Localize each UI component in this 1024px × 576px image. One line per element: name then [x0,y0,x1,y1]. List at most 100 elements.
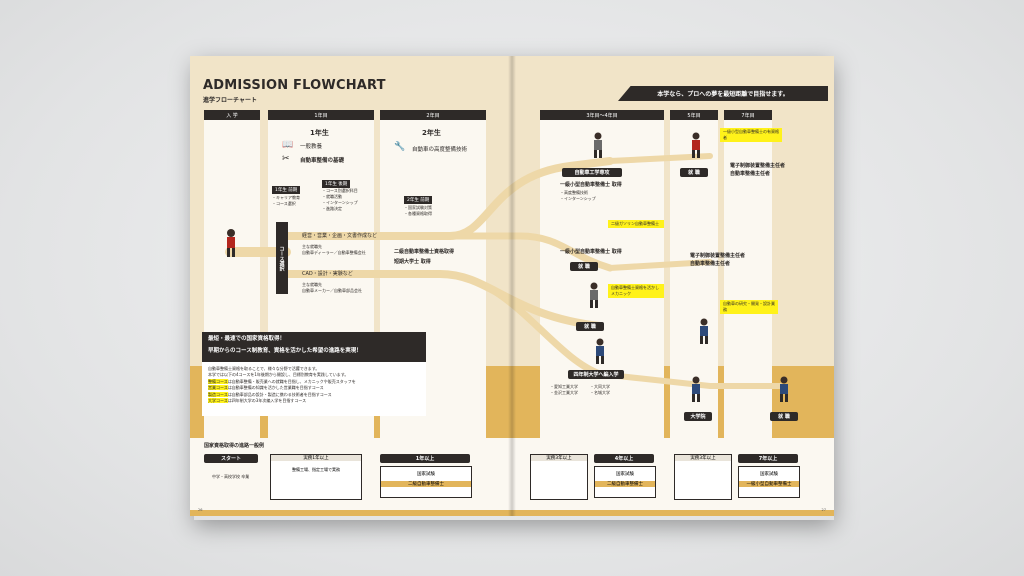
y7-pill: 7年以上 [738,454,798,463]
univ-1: ・愛知工業大学 [550,384,578,389]
work2-text: 自動車メーカー／自動車部品会社 [302,288,362,293]
exam3: 国家試験 [760,472,778,477]
qual-level2: 二級自動車整備士資格取得 [394,249,455,255]
book-icon: 📖 [282,140,294,150]
slogan-banner: 本学なら、プロへの夢を最短距離で目指せます。 [618,86,828,101]
school-badge: 自動車工学専攻 [562,168,622,177]
exam1-box: 国家試験 二級自動車整備士 [380,466,472,498]
exam2: 国家試験 [616,472,634,477]
header-year3-4: 3年目～4年目 [540,110,664,120]
course1-text: は自動車整備・販売業への就職を目指し、メカニックや販売スタッフを [227,378,356,384]
year1-list2a: ・コース別選択科目 [322,188,358,193]
exp1-title: 実務1年以上 [271,455,361,461]
lic2: 二級自動車整備士 [595,481,655,487]
course-select-box: コース選択 [276,222,288,294]
graduate-figure-icon-2 [692,376,700,402]
route-management: 経営・営業・企画・文書作成など [302,233,378,239]
lic3b: 自動車整備主任者 [730,171,771,177]
upper-item2: ・インターンシップ [560,196,596,201]
exam1: 国家試験 [417,472,435,477]
course3-text: は自動車部品の設計・製造に携わる技術者を目指すコース [227,391,332,397]
lic4a: 電子制御装置整備主任者 [690,253,746,259]
year1-tag-first: 1年生 前期 [272,186,301,194]
brochure-spread: 入 学 1年目 2年目 3年目～4年目 5年目 7年目 ADMISSION FL… [190,56,834,516]
course1: 整備コース [208,378,228,384]
page-number-left: 26 [198,508,203,512]
upper-item1: ・高度整備技術 [560,190,588,195]
y4-pill: 4年以上 [594,454,654,463]
exp1-text: 整備工場、指定工場で実務 [292,467,340,472]
student-figure-icon-2 [596,338,604,364]
year2-item1: 自動車の高度整備技術 [412,147,468,153]
univ-2: ・金沢工業大学 [550,390,578,395]
yellow-note-3: 自動車整備士資格を活かしメカニック [608,284,664,298]
work1-text: 自動車ディーラー／自動車整備会社 [302,250,366,255]
univ-4: ・名城大学 [590,390,610,395]
job-badge-3: 就 職 [576,322,604,331]
wrench-icon: 🔧 [394,142,406,152]
header-year5: 5年目 [670,110,718,120]
path-start: スタート [204,454,258,463]
year1-item1: 一般教養 [300,144,323,150]
exp3-title: 実務3年以上 [531,455,587,461]
exam2-box: 国家試験 二級自動車整備士 [594,466,656,498]
year1-item2: 自動車整備の基礎 [300,158,345,164]
header-year2: 2年目 [380,110,486,120]
university-transfer: 四年制大学へ編入学 [568,370,624,379]
exp1-box: 実務1年以上 整備工場、指定工場で実務 [270,454,362,500]
exam3-box: 国家試験 一級小型自動車整備士 [738,466,800,498]
work1-title: 主な就職先 [302,244,322,249]
student-figure-icon [227,229,235,257]
lic1: 二級自動車整備士 [381,481,471,487]
course2-text: は自動車整備の知識を活かした営業職を目指すコース [227,385,324,391]
year1-tag-second: 1年生 後期 [322,180,351,188]
upper-license2: 一級小型自動車整備士 取得 [560,249,622,255]
year1-list1b: ・コース選択 [272,201,296,206]
column-year7 [724,116,772,446]
message-body: 自動車整備士資格を取ることで、様々な分野で活躍できます。 本学では以下の4コース… [208,366,356,404]
page-subtitle: 進学フローチャート [203,97,257,104]
book-spine [508,56,516,516]
yellow-note-4: 自動車の研究・開発・設計業務 [720,300,778,314]
exp3b-title: 実務3年以上 [675,455,731,461]
mechanic-figure-icon-3 [692,132,700,158]
message-h2: 早期からのコース制教育、資格を活かした希望の進路を実現！ [208,348,362,354]
year1-list2b: ・就職活動 [322,194,342,199]
exp3-box: 実務3年以上 [530,454,588,500]
tools-icon: ✂ [282,154,290,164]
year1-list2c: ・インターンシップ [322,200,358,205]
message-b2: 本学では以下の4コースを1年後期から開設し、目標別教育を実践しています。 [208,372,349,378]
message-b1: 自動車整備士資格を取ることで、様々な分野で活躍できます。 [208,366,320,371]
graduate-school: 大学院 [684,412,712,421]
header-year1: 1年目 [268,110,374,120]
year2-tag: 2年生 前期 [404,196,433,204]
qual-associate: 短期大学士 取得 [394,259,431,265]
lic4b: 自動車整備主任者 [690,261,731,267]
year1-list1a: ・キャリア教育 [272,195,300,200]
mechanic-figure-icon [594,132,602,158]
lic3a: 電子制御装置整備主任者 [730,163,786,169]
lic3: 一級小型自動車整備士 [739,481,799,487]
yellow-note-2: 二級ガソリン自動車整備士 [608,220,664,228]
course4-text: は四年制大学の3年次編入学を目指すコース [227,398,307,404]
header-entry: 入 学 [204,110,260,120]
year2-list1: ・国家試験対策 [404,205,432,210]
course2: 営業コース [208,385,228,391]
upper-license: 一級小型自動車整備士 取得 [560,182,622,188]
message-h1: 最短・最速での国家資格取得！ [208,336,286,342]
yellow-note-1: 一級小型自動車整備士の有資格者 [720,128,782,142]
univ-3: ・大同大学 [590,384,610,389]
job-badge-2: 就 職 [570,262,598,271]
job-badge-1: 就 職 [680,168,708,177]
year1-heading: 1年生 [310,129,329,137]
year2-list2: ・各種資格取得 [404,211,432,216]
course4: 大学コース [208,398,228,404]
course3: 製造コース [208,391,228,397]
engineer-figure-icon [780,376,788,402]
year2-heading: 2年生 [422,129,441,137]
year1-list2d: ・進路決定 [322,206,342,211]
message-box: 最短・最速での国家資格取得！ 早期からのコース制教育、資格を活かした希望の進路を… [202,332,426,416]
page-number-right: 27 [821,508,826,512]
graduate-figure-icon [700,318,708,344]
